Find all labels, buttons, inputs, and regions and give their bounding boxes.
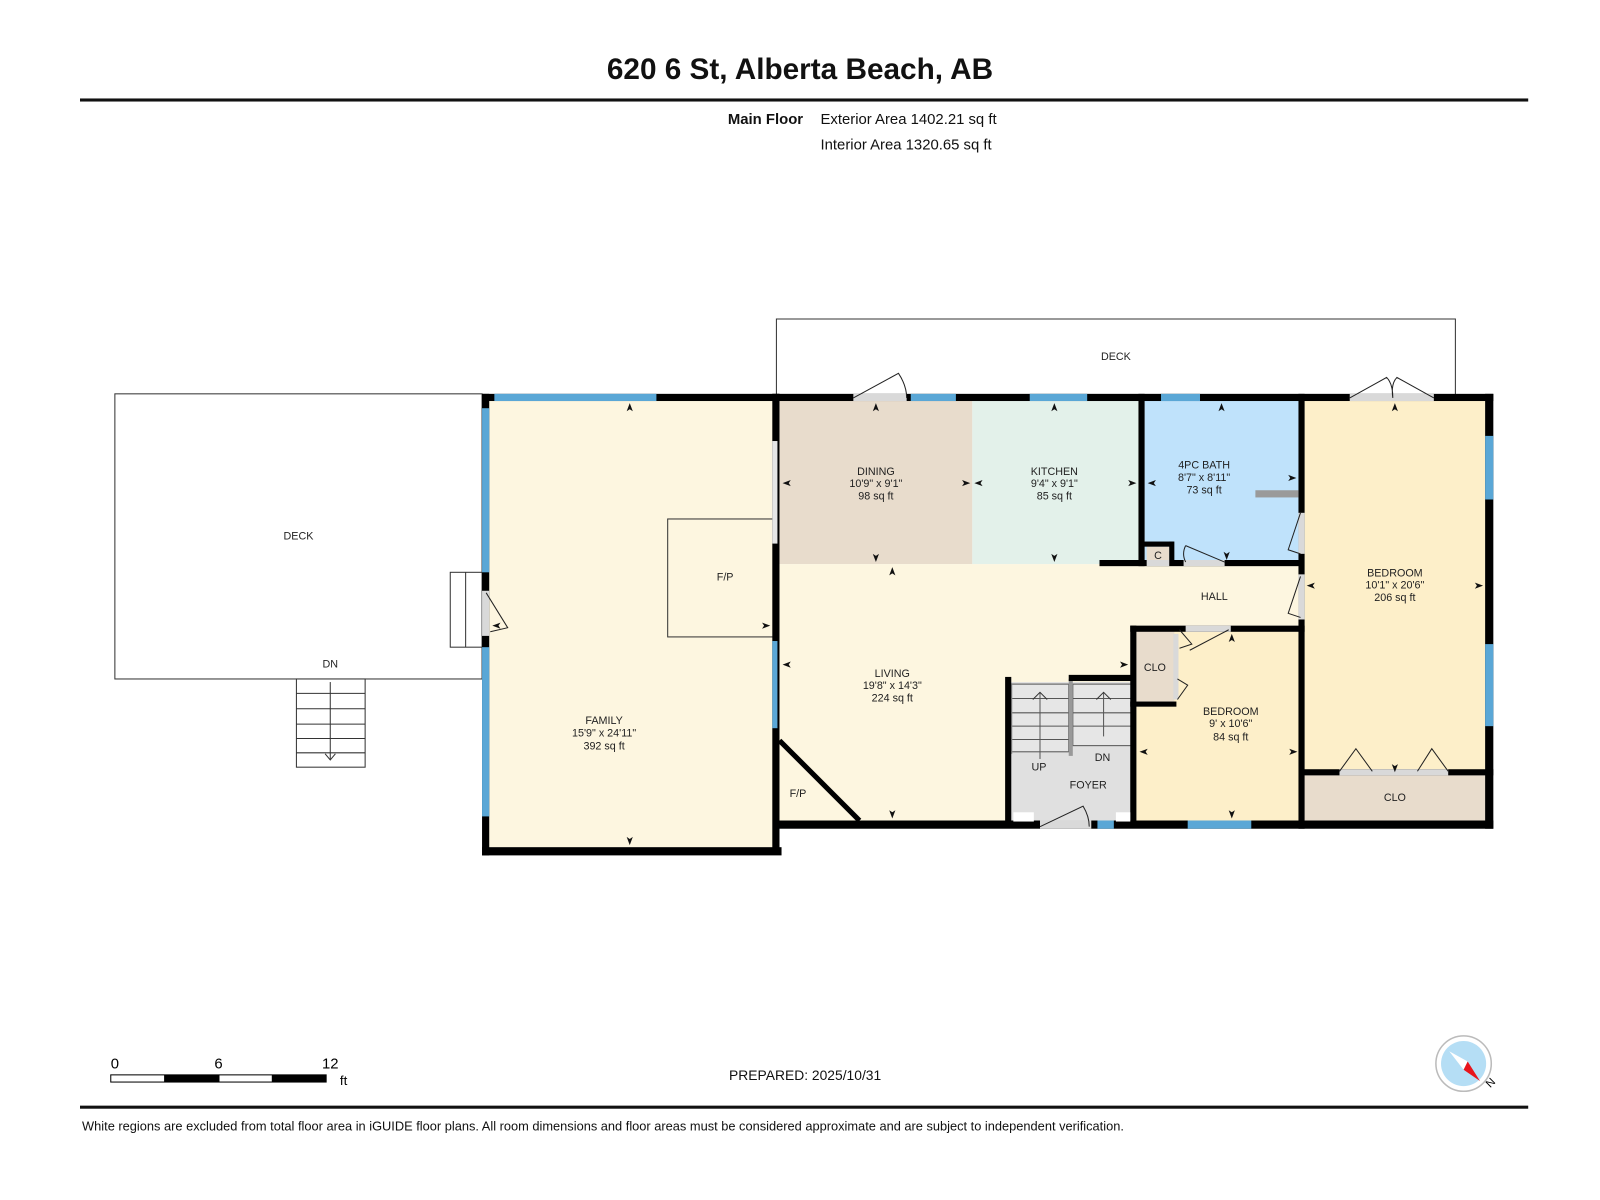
footer-divider [79, 1105, 1529, 1109]
scale-unit: ft [340, 1073, 348, 1088]
room-bedroom-main [1304, 399, 1486, 774]
closet-label-1: CLO [1144, 662, 1166, 674]
scale-tick-0: 0 [111, 1057, 119, 1073]
exterior-area: Exterior Area 1402.21 sq ft [820, 111, 997, 129]
bath-dims: 8'7" x 8'11" [1178, 472, 1230, 484]
hall-label: HALL [1201, 591, 1228, 603]
kitchen-name: KITCHEN [1031, 466, 1078, 478]
disclaimer: White regions are excluded from total fl… [82, 1118, 1124, 1134]
stairs-down-label: DN [1095, 752, 1111, 764]
living-name: LIVING [875, 668, 910, 680]
bedroom-small-name: BEDROOM [1203, 706, 1259, 718]
closet-bedroom-main [1304, 775, 1486, 821]
floor-name: Main Floor [727, 111, 804, 129]
living-area: 224 sq ft [872, 693, 913, 705]
fireplace-label-1: F/P [717, 572, 734, 584]
foyer-label: FOYER [1070, 780, 1107, 792]
dining-dims: 10'9" x 9'1" [849, 478, 902, 490]
closet-bedroom-small [1136, 629, 1175, 704]
header-divider [79, 98, 1529, 102]
bath-name: 4PC BATH [1178, 460, 1230, 472]
dimension-markers [492, 403, 1484, 846]
deck-left: DECK DN [114, 393, 483, 768]
scale-tick-6: 6 [214, 1057, 222, 1073]
bedroom-main-name: BEDROOM [1367, 567, 1423, 579]
room-dining [779, 399, 973, 565]
interior-stairs [1009, 678, 1133, 759]
kitchen-area: 85 sq ft [1037, 490, 1072, 502]
bedroom-small-area: 84 sq ft [1213, 732, 1248, 744]
bedroom-main-dims: 10'1" x 20'6" [1365, 580, 1424, 592]
family-dims: 15'9" x 24'11" [572, 727, 636, 739]
deck-stairs-label: DN [322, 659, 338, 671]
bedroom-small-dims: 9' x 10'6" [1209, 718, 1252, 730]
scale-bar: 0 6 12 ft [110, 1057, 348, 1088]
scale-tick-12: 12 [322, 1057, 339, 1073]
bath-fixture [1255, 490, 1299, 498]
room-kitchen [972, 399, 1139, 565]
deck-left-label: DECK [284, 530, 315, 542]
doors [482, 372, 1449, 829]
room-family [488, 399, 776, 848]
deck-top-label: DECK [1101, 351, 1132, 363]
fireplace-label-2: F/P [790, 788, 807, 800]
deck-top: DECK [775, 318, 1456, 395]
stairs-up-label: UP [1032, 761, 1047, 773]
dining-name: DINING [857, 466, 895, 478]
closet-label-2: CLO [1384, 792, 1406, 804]
room-living-lower [779, 682, 1010, 821]
bath-area: 73 sq ft [1186, 484, 1221, 496]
family-area: 392 sq ft [583, 741, 624, 753]
dining-area: 98 sq ft [858, 490, 893, 502]
room-bath [1144, 399, 1299, 563]
compass-icon: N [1435, 1035, 1498, 1093]
deck-stairs [295, 678, 366, 768]
bedroom-main-area: 206 sq ft [1374, 592, 1415, 604]
room-labels: DINING 10'9" x 9'1" 98 sq ft KITCHEN 9'4… [572, 460, 1424, 804]
prepared-date: PREPARED: 2025/10/31 [729, 1067, 882, 1084]
family-name: FAMILY [585, 715, 622, 727]
page-title: 620 6 St, Alberta Beach, AB [606, 53, 994, 87]
living-dims: 19'8" x 14'3" [863, 680, 922, 692]
interior-area: Interior Area 1320.65 sq ft [820, 137, 992, 154]
closet-c [1146, 546, 1170, 563]
kitchen-dims: 9'4" x 9'1" [1031, 478, 1078, 490]
fireplace-corner-wall [777, 738, 862, 823]
closet-c-label: C [1154, 550, 1162, 562]
windows [482, 393, 1494, 829]
